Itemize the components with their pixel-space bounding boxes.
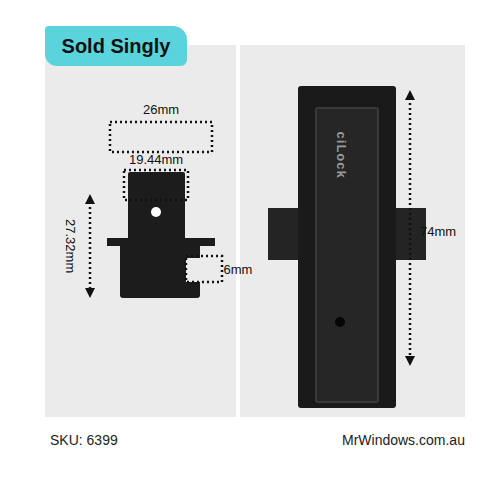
sku-text: SKU: 6399 (50, 433, 118, 448)
dimension-label: 6mm (224, 263, 253, 277)
panel-gap (236, 45, 240, 417)
clip-notch (186, 258, 208, 282)
dimension-label: 19.44mm (129, 153, 183, 167)
banner-box: Sold Singly (45, 26, 187, 66)
dimension-arrow-left (89, 202, 92, 290)
background-panel (45, 45, 465, 417)
arrow-head (85, 288, 95, 298)
clip-hole (151, 207, 161, 217)
clip-side-view (268, 86, 426, 408)
arrow-head (405, 356, 415, 366)
dimension-boxes (110, 122, 222, 282)
clip-end-view (107, 172, 215, 298)
arrow-head (85, 194, 95, 204)
website-text: MrWindows.com.au (342, 433, 465, 448)
arrow-head (405, 90, 415, 100)
dimension-label: 74mm (420, 225, 456, 239)
logo-text: ciLock (333, 132, 347, 179)
dimension-arrow-right (409, 98, 412, 358)
banner-text: Sold Singly (62, 35, 171, 58)
dimension-label: 27.32mm (63, 219, 77, 273)
dimension-label: 26mm (143, 103, 179, 117)
